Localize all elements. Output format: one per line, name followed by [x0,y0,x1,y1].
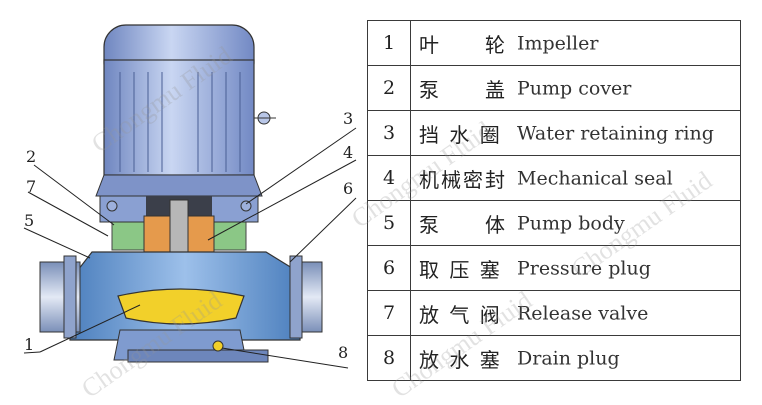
table-row: 1 叶 轮 Impeller [367,20,741,66]
pump-diagram: 1 2 3 4 5 6 7 8 [23,24,357,369]
part-number: 8 [367,335,411,381]
part-name-cn: 泵 盖 [419,77,507,102]
part-name-en: Pressure plug [517,257,651,279]
callout-4: 4 [343,143,353,162]
parts-table: 1 叶 轮 Impeller 2 泵 盖 Pump cover 3 挡 水 圈 Wat… [367,20,741,381]
table-row: 8 放 水 塞 Drain plug [367,335,741,381]
motor [95,24,276,197]
part-name-en: Pump cover [517,77,632,99]
part-number: 5 [367,200,411,246]
part-name-en: Water retaining ring [517,122,714,144]
part-name-en: Drain plug [517,347,620,369]
part-name-cn: 泵 体 [419,212,507,237]
part-name-cn: 叶 轮 [419,32,507,57]
part-name-cell: 取 压 塞 Pressure plug [410,245,741,291]
part-name-en: Release valve [517,302,649,324]
part-name-cell: 挡 水 圈 Water retaining ring [410,110,741,156]
callout-6: 6 [343,179,353,198]
callout-8: 8 [338,343,348,362]
table-row: 6 取 压 塞 Pressure plug [367,245,741,291]
callout-2: 2 [26,147,36,166]
part-name-cell: 放 水 塞 Drain plug [410,335,741,381]
table-row: 4 机械密封 Mechanical seal [367,155,741,201]
part-name-cell: 放 气 阀 Release valve [410,290,741,336]
part-name-cell: 泵 盖 Pump cover [410,65,741,111]
part-name-cn: 机械密封 [419,167,507,192]
part-name-en: Mechanical seal [517,167,673,189]
callout-1: 1 [24,335,34,354]
table-row: 5 泵 体 Pump body [367,200,741,246]
table-row: 2 泵 盖 Pump cover [367,65,741,111]
table-row: 3 挡 水 圈 Water retaining ring [367,110,741,156]
part-name-cell: 泵 体 Pump body [410,200,741,246]
part-name-cn: 放 气 阀 [419,302,502,327]
part-number: 7 [367,290,411,336]
callout-3: 3 [343,109,353,128]
part-number: 2 [367,65,411,111]
part-name-en: Pump body [517,212,625,234]
impeller [117,288,245,325]
part-number: 3 [367,110,411,156]
part-name-cn: 挡 水 圈 [419,122,502,147]
part-number: 6 [367,245,411,291]
part-name-cn: 取 压 塞 [419,257,502,282]
part-number: 4 [367,155,411,201]
part-name-cn: 放 水 塞 [419,347,502,372]
part-name-cell: 叶 轮 Impeller [410,20,741,66]
callout-7: 7 [26,177,36,196]
table-row: 7 放 气 阀 Release valve [367,290,741,336]
part-number: 1 [367,20,411,66]
callout-leaders [23,127,357,369]
part-name-cell: 机械密封 Mechanical seal [410,155,741,201]
part-name-en: Impeller [517,32,599,54]
callout-5: 5 [24,211,34,230]
